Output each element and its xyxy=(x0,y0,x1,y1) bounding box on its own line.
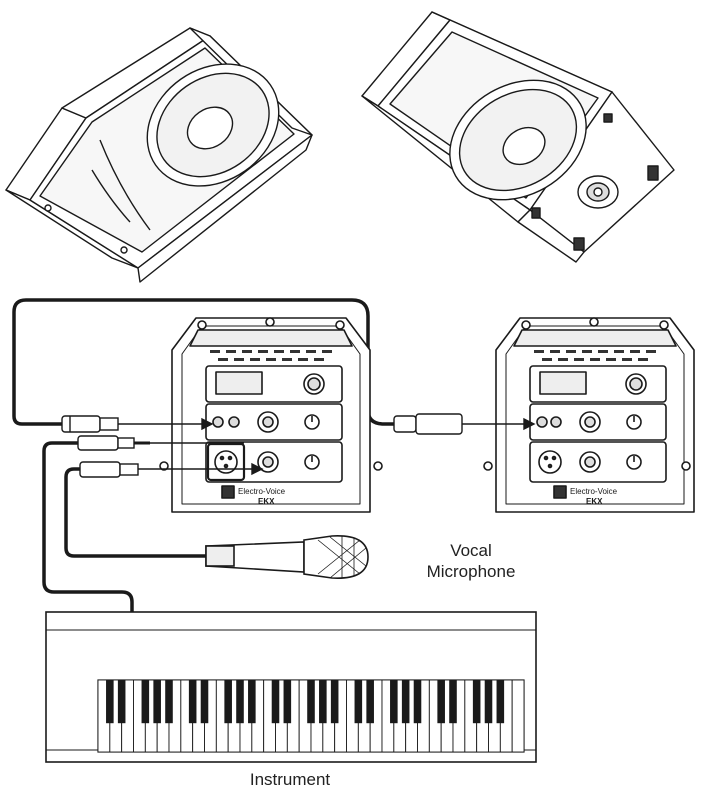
jack-plug-connector-icon xyxy=(77,435,244,451)
piano-black-key xyxy=(248,680,256,724)
xlr-female-connector-icon xyxy=(61,415,214,433)
instrument-label: Instrument xyxy=(249,770,331,789)
microphone-cable xyxy=(64,467,208,558)
piano-black-key xyxy=(153,680,161,724)
piano-black-key xyxy=(319,680,327,724)
piano-black-key xyxy=(449,680,457,724)
piano-black-key xyxy=(472,680,481,724)
instrument-cable xyxy=(42,441,134,614)
piano-black-key xyxy=(366,680,374,724)
wedge-speaker-right xyxy=(361,11,675,263)
piano-black-key xyxy=(437,680,445,724)
piano-black-key xyxy=(330,680,339,724)
speaker-rear-panel-left: Electro-Voice EKX xyxy=(159,317,383,513)
speaker-brand-left: Electro-Voice xyxy=(238,487,286,496)
piano-black-key xyxy=(390,680,398,724)
vocal-label-line2: Microphone xyxy=(426,562,516,581)
piano-black-key xyxy=(188,680,197,724)
piano-black-key xyxy=(401,680,410,724)
vocal-microphone-label: Vocal Microphone xyxy=(396,540,546,582)
microphone-icon xyxy=(205,535,369,579)
xlr-male-connector-right-icon xyxy=(393,413,536,435)
piano-black-key xyxy=(271,680,280,724)
piano-black-key xyxy=(484,680,493,724)
piano-black-key xyxy=(165,680,173,724)
white-keys xyxy=(97,679,525,753)
piano-black-key xyxy=(496,680,505,724)
xlr-male-connector-icon xyxy=(79,461,264,478)
piano-black-key xyxy=(141,680,150,724)
vocal-label-line1: Vocal xyxy=(450,541,492,560)
piano-white-key xyxy=(511,679,525,753)
piano-black-key xyxy=(224,680,232,724)
piano-black-key xyxy=(307,680,315,724)
piano-black-key xyxy=(283,680,292,724)
piano-black-key xyxy=(413,680,422,724)
piano-black-key xyxy=(200,680,209,724)
speaker-model-left: EKX xyxy=(258,497,275,506)
keyboard-instrument-icon xyxy=(45,611,537,763)
speaker-rear-panel-right: Electro-Voice EKX xyxy=(483,317,695,513)
piano-black-key xyxy=(354,680,363,724)
speaker-model-right: EKX xyxy=(586,497,603,506)
speaker-brand-right: Electro-Voice xyxy=(570,487,618,496)
connector-plugs xyxy=(61,413,536,478)
piano-black-key xyxy=(106,680,114,724)
piano-black-key xyxy=(236,680,244,724)
wedge-speaker-left xyxy=(5,27,313,283)
piano-black-key xyxy=(117,680,126,724)
black-keys xyxy=(106,680,505,724)
